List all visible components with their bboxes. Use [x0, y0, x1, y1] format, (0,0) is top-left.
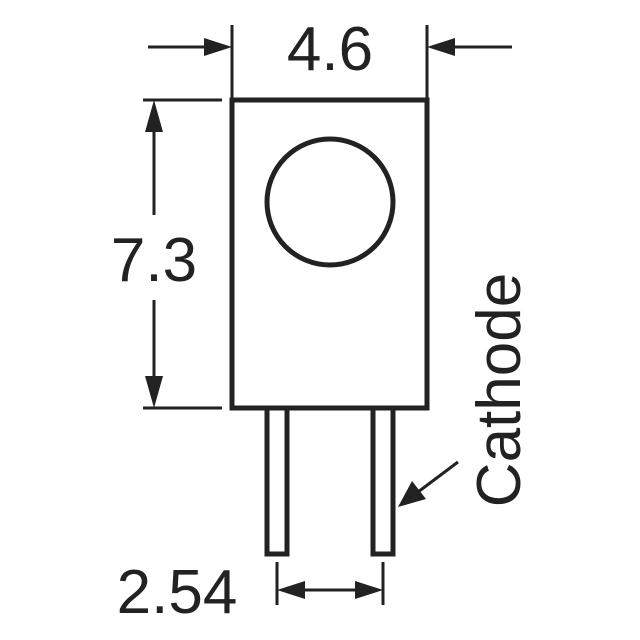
width-dimension-label: 4.6: [287, 15, 373, 84]
right-lead-cathode: [370, 405, 396, 557]
width-arrow-right-head: [427, 38, 455, 56]
package-body: [229, 97, 430, 411]
lens-circle: [264, 136, 396, 268]
left-lead: [264, 405, 290, 557]
cathode-leader-head: [398, 481, 426, 507]
cathode-label: Cathode: [465, 273, 534, 507]
pitch-dimension-label: 2.54: [117, 558, 238, 627]
height-arrow-top-head: [145, 100, 163, 132]
height-dimension-label: 7.3: [111, 226, 197, 295]
cathode-leader-line: [417, 460, 459, 494]
height-arrow-bottom-head: [145, 376, 163, 408]
width-arrow-left-head: [204, 38, 232, 56]
pitch-arrow-left-head: [277, 581, 305, 599]
pitch-arrow-right-head: [355, 581, 383, 599]
